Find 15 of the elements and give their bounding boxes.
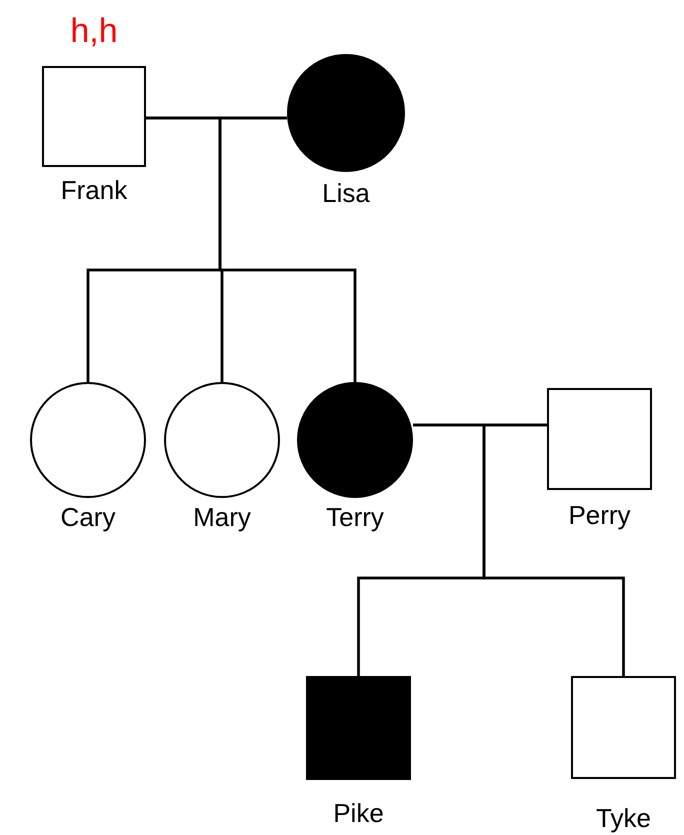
genotype-label: h,h — [70, 14, 118, 48]
person-name: Mary — [193, 504, 251, 530]
person-name: Frank — [60, 177, 128, 203]
pedigree-line — [482, 424, 625, 676]
male-square — [571, 676, 676, 779]
male-square — [547, 388, 652, 490]
person-name: Pike — [333, 800, 384, 826]
person-name: Perry — [568, 502, 631, 528]
person-name: Tyke — [596, 805, 651, 831]
male-square — [306, 676, 411, 780]
person-name: Terry — [326, 504, 384, 530]
male-square — [42, 66, 146, 167]
person-name: Lisa — [322, 180, 370, 206]
person-name: Cary — [60, 504, 116, 530]
pedigree-line — [218, 116, 356, 382]
